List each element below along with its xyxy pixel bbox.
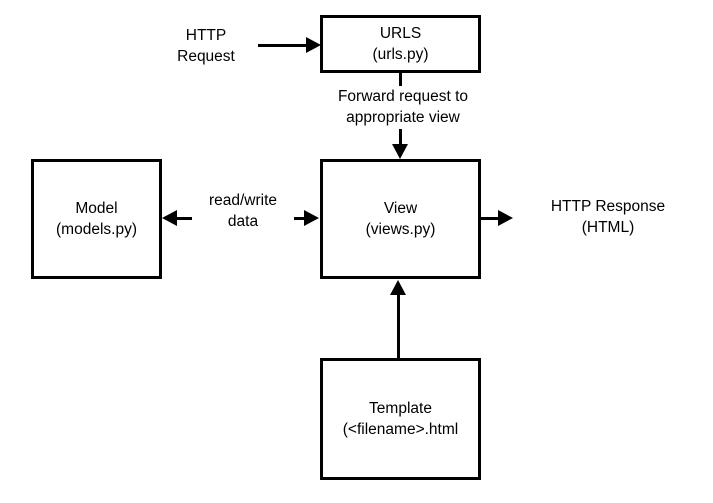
label-forward-request: Forward request to appropriate view [316,86,490,129]
connector-model-to-view-line [284,217,306,220]
arrow-left-icon-view-to-model [162,210,177,226]
arrow-right-icon-request-to-urls [306,37,321,53]
node-view-title: View [383,199,418,217]
connector-view-to-model-line [176,217,198,220]
connector-urls-to-view-line-upper [399,73,402,89]
node-template[interactable]: Template (<filename>.html [320,358,481,480]
label-read-write-data: read/write data [192,188,294,235]
arrow-right-icon-view-to-response [498,210,513,226]
node-urls[interactable]: URLS (urls.py) [320,15,481,73]
node-view[interactable]: View (views.py) [320,159,481,279]
connector-request-to-urls-line [258,44,310,47]
node-view-subtitle: (views.py) [365,221,436,238]
node-model-subtitle: (models.py) [56,221,137,238]
label-http-request: HTTP Request [177,27,235,66]
connector-urls-to-view-line-lower [399,123,402,146]
connector-template-to-view-line [397,295,400,358]
node-template-title: Template [369,399,432,417]
label-http-response: HTTP Response (HTML) [550,198,666,237]
arrow-right-icon-model-to-view [304,210,319,226]
node-urls-title: URLS [379,24,422,42]
node-template-subtitle: (<filename>.html [342,421,459,438]
node-model-title: Model [75,199,118,217]
connector-view-to-response-line [481,217,501,220]
arrow-down-icon-urls-to-view [392,144,408,159]
arrow-up-icon-template-to-view [390,280,406,295]
node-urls-subtitle: (urls.py) [372,46,429,63]
node-model[interactable]: Model (models.py) [31,159,162,279]
